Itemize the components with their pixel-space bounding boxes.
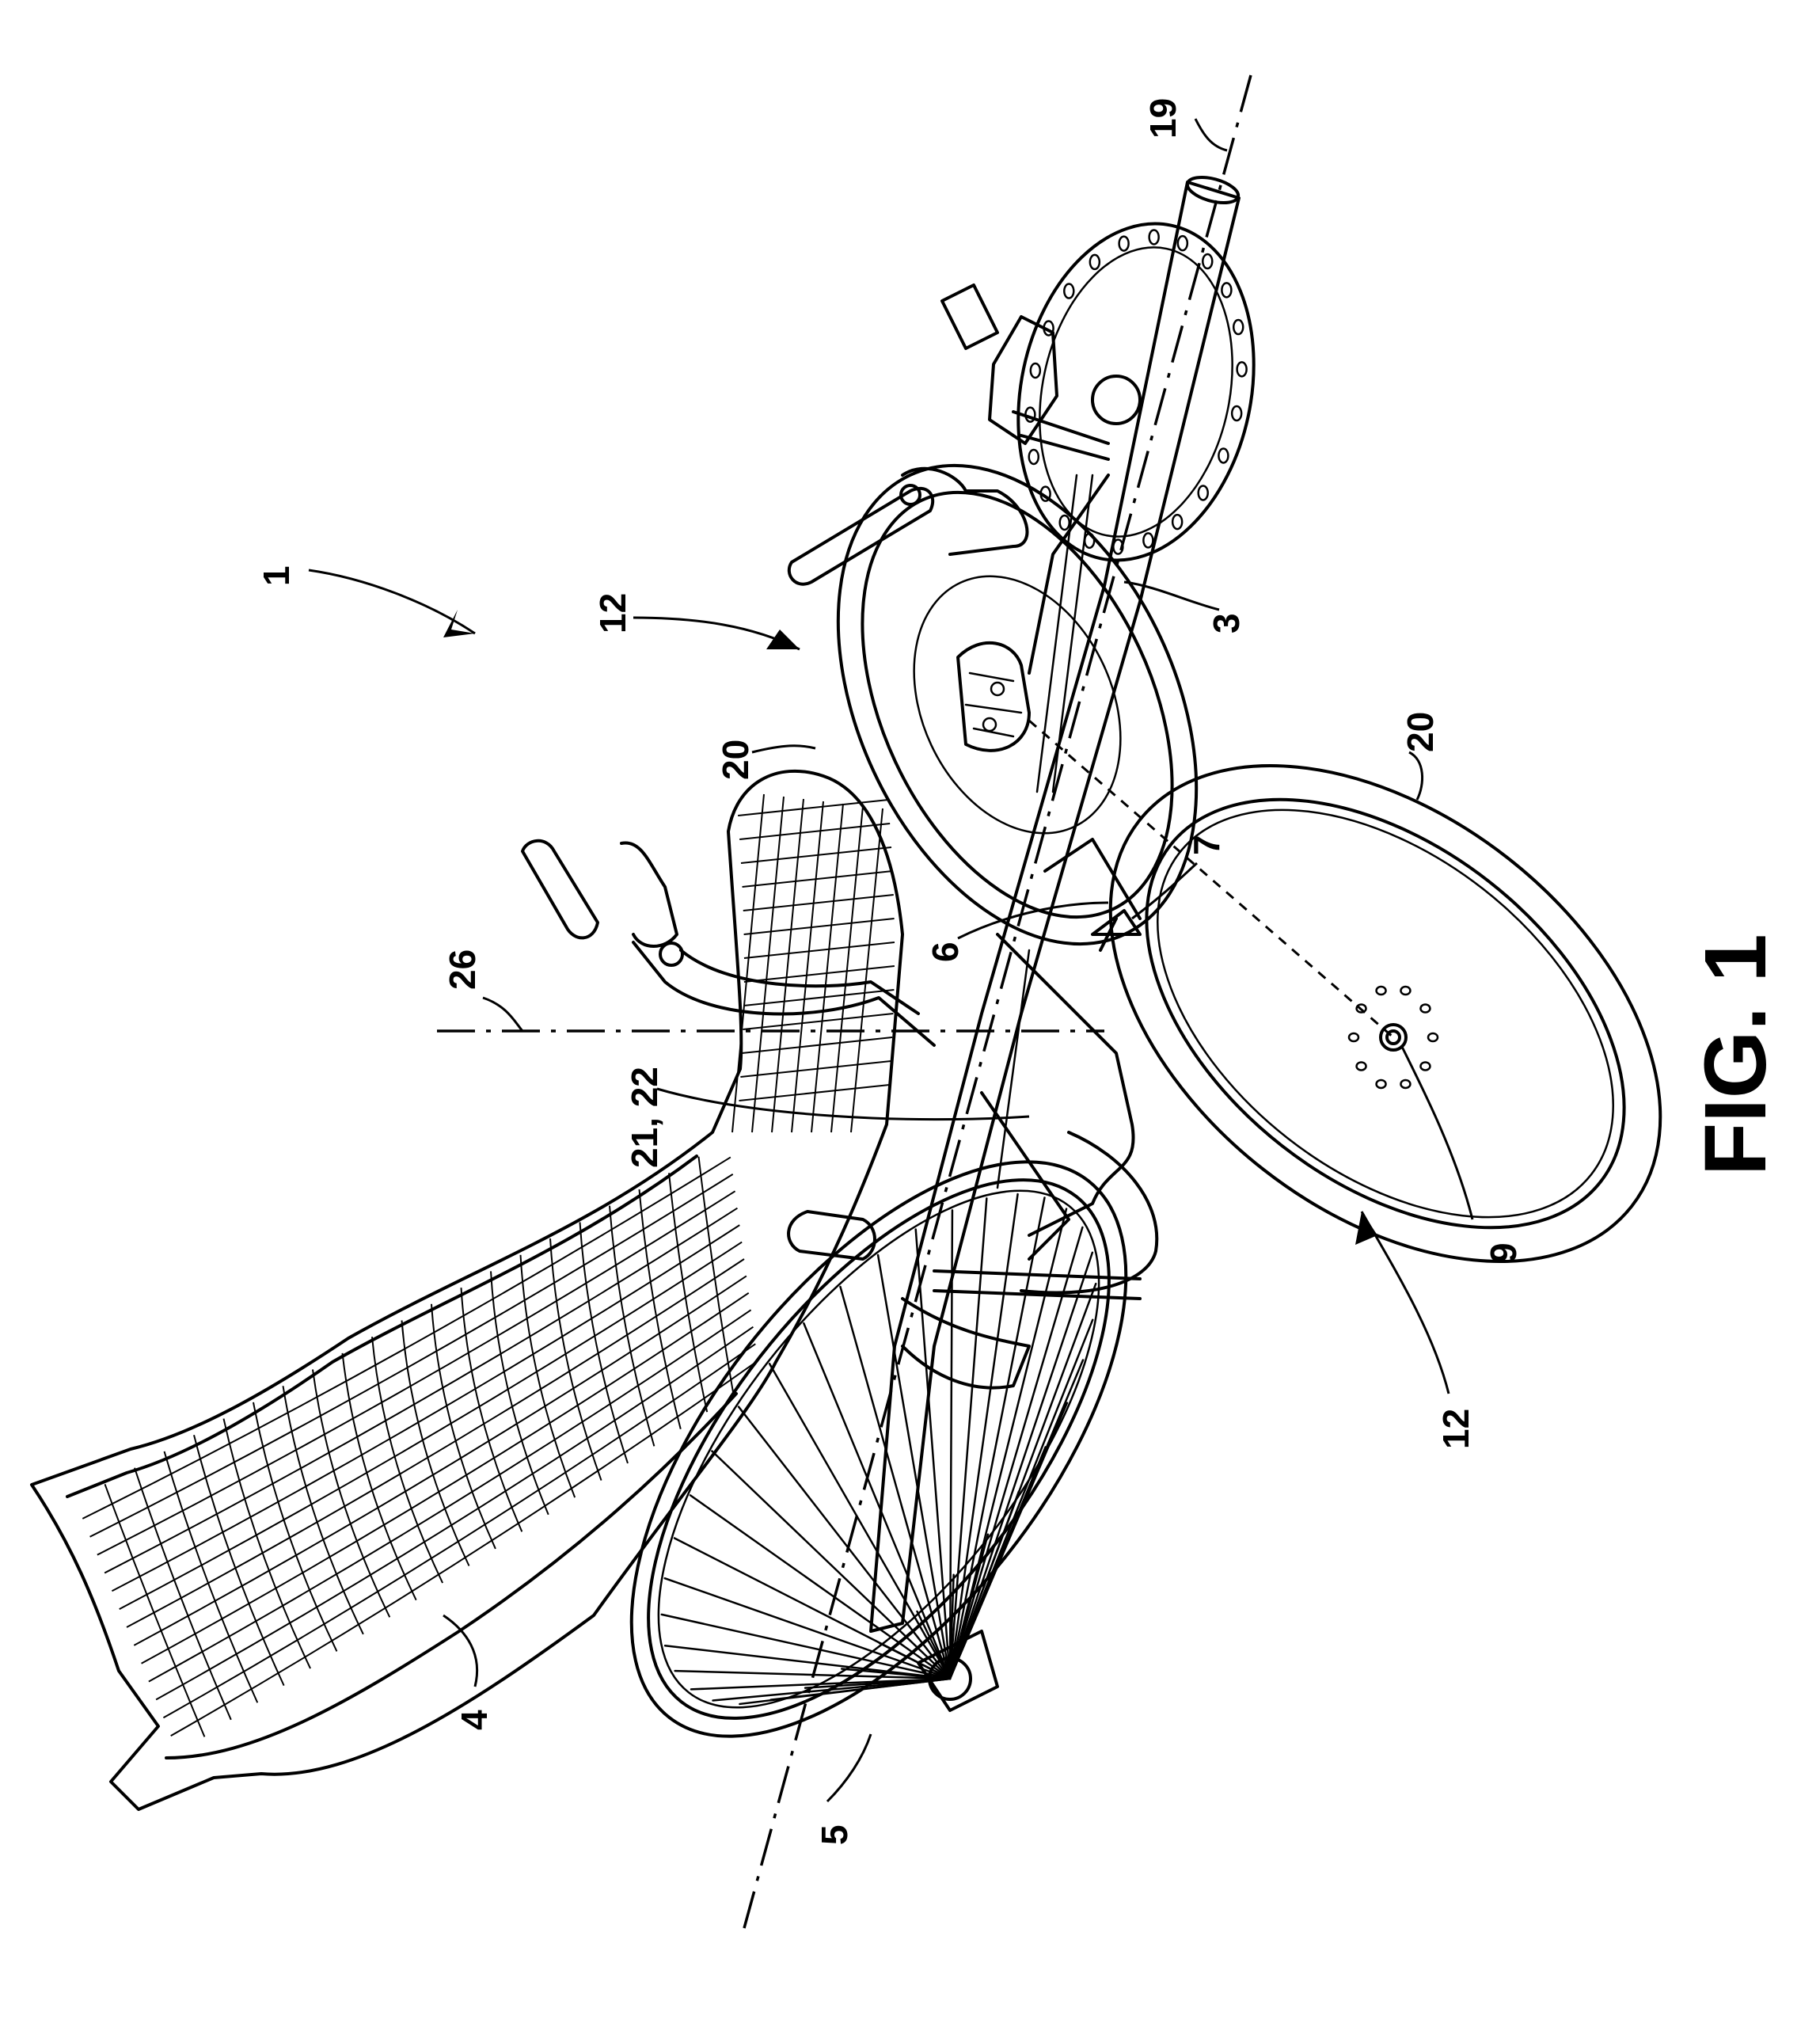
front-wheel-upper	[836, 463, 1199, 946]
label-19: 19	[1142, 98, 1184, 139]
label-6: 6	[925, 942, 966, 962]
label-21-22: 21, 22	[624, 1067, 665, 1168]
front-wheel-lower	[1028, 719, 1662, 1263]
label-5: 5	[814, 1824, 855, 1845]
figure-caption: FIG. 1	[1687, 934, 1784, 1176]
chainring	[940, 222, 1256, 562]
rear-wheel	[629, 1160, 1128, 1738]
label-20-upper: 20	[715, 740, 756, 780]
label-12-lower: 12	[1435, 1409, 1476, 1449]
label-1: 1	[256, 565, 297, 586]
frame	[869, 176, 1241, 1633]
reference-labels: 1 12 3 19 20 20 7 6 26 21, 22 9 12 4 5 F…	[256, 98, 1784, 1845]
axis-line-19	[743, 74, 1252, 1929]
label-26: 26	[442, 949, 483, 990]
label-4: 4	[454, 1710, 495, 1730]
handlebar-right	[787, 466, 1029, 586]
label-7: 7	[1186, 835, 1227, 855]
mesh-seat	[30, 769, 904, 1811]
leader-lines	[308, 118, 1474, 1803]
label-12-upper: 12	[592, 593, 633, 633]
left-grip-lower	[787, 1210, 1031, 1390]
label-3: 3	[1206, 613, 1247, 633]
label-9: 9	[1483, 1242, 1524, 1263]
label-20-lower: 20	[1400, 712, 1441, 752]
handlebar-left	[521, 839, 936, 1047]
